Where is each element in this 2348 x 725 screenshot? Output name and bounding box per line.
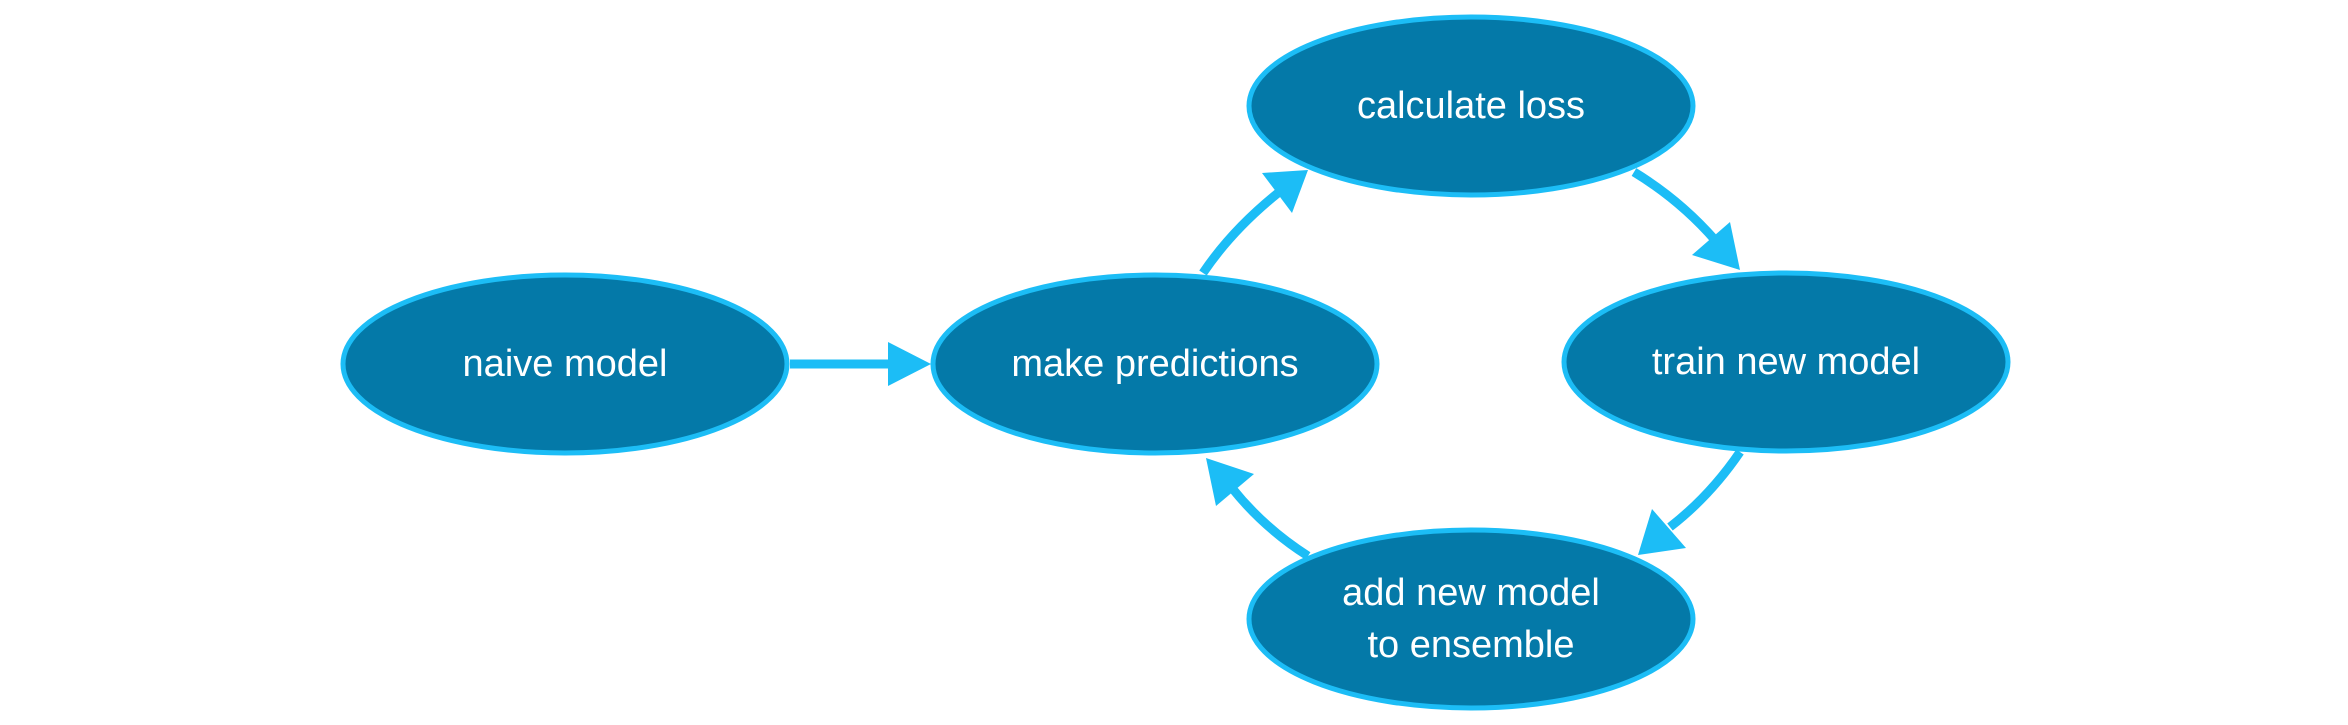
arrowhead-train-to-add [1638,509,1686,555]
node-label-to-ensemble: to ensemble [1367,624,1574,666]
node-shape [1246,527,1696,711]
node-add-new-model-to-ensemble: add new model to ensemble [1246,527,1696,711]
arrowhead-naive-to-predictions [888,342,931,386]
node-label-naive-model: naive model [463,343,668,385]
arrowhead-loss-to-train [1692,222,1740,270]
node-shape [340,272,790,456]
arrowhead-add-to-predictions [1206,458,1254,506]
edge-predictions-to-loss [1199,189,1281,276]
node-naive-model: naive model [340,272,790,456]
node-label-train-new-model: train new model [1652,341,1920,383]
node-shape [930,272,1380,456]
edges [790,168,1744,560]
node-calculate-loss: calculate loss [1246,14,1696,198]
node-shape [1561,270,2011,454]
edge-loss-to-train [1631,168,1719,243]
edge-train-to-add [1667,449,1744,531]
node-shape [1246,14,1696,198]
node-train-new-model: train new model [1561,270,2011,454]
node-make-predictions: make predictions [930,272,1380,456]
node-label-calculate-loss: calculate loss [1357,85,1585,127]
arrowhead-predictions-to-loss [1262,170,1308,213]
node-label-add-new-model: add new model [1342,572,1600,614]
node-label-make-predictions: make predictions [1011,343,1298,385]
edge-add-to-predictions [1228,485,1311,560]
